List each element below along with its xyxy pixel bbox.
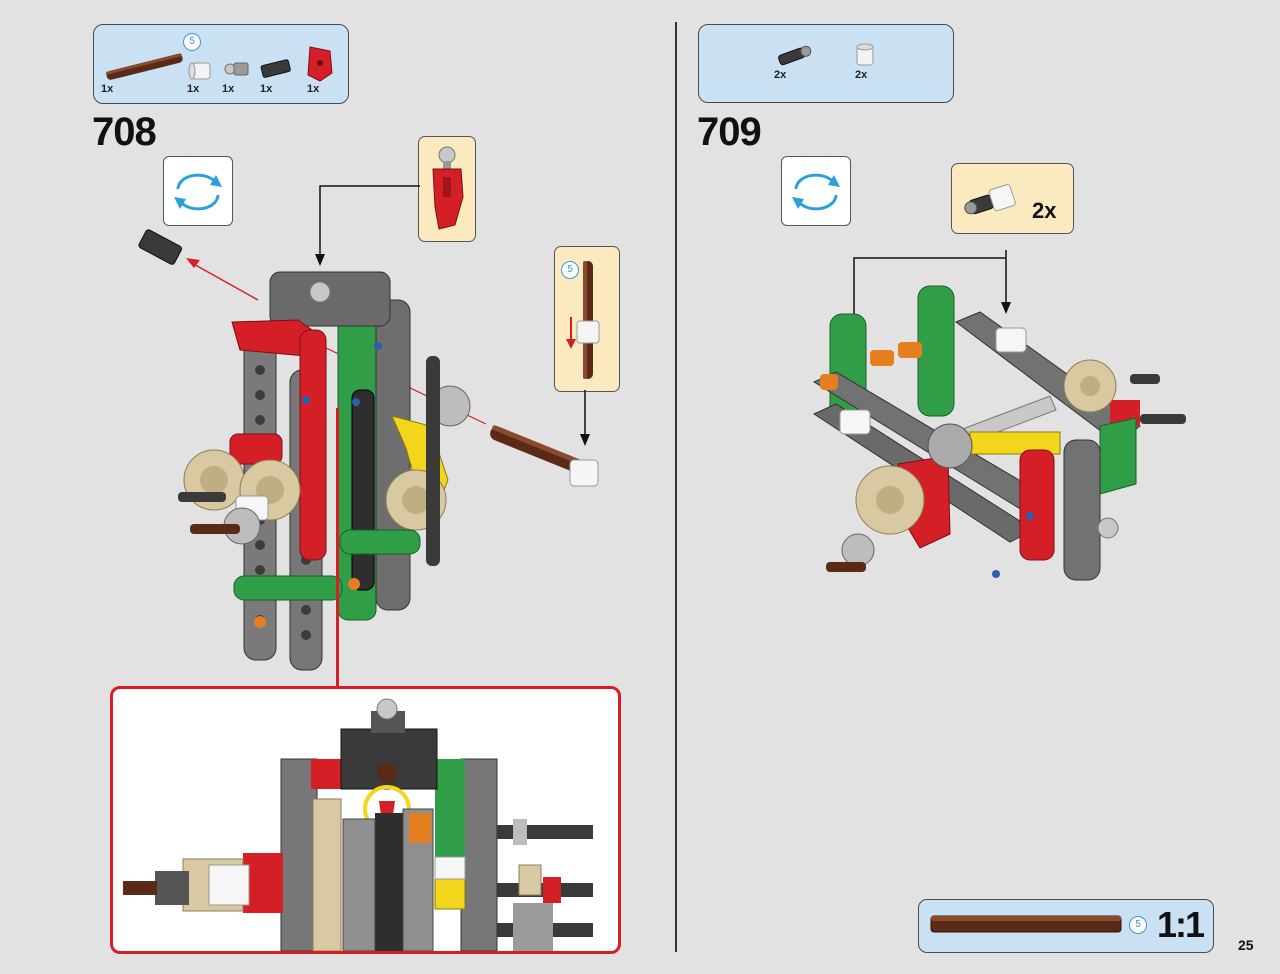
parts-list-709-art [778,43,874,66]
qty-bush-709: 2x [855,69,868,81]
detail-view-art [123,698,593,951]
rotate-model-708 [163,156,233,226]
axle-length-badge: 5 [183,33,201,51]
page-number: 25 [1238,937,1254,953]
ball-joint-part [224,62,249,76]
axle-brown-floating [490,425,595,477]
callout-pin-bush: 2x [951,163,1074,234]
parts-list-708-art [105,46,333,82]
callout-steering-arm [418,136,476,242]
detail-leader-line [336,408,339,688]
connector-black-floating [138,229,183,265]
arrow-steering-arm [319,185,420,258]
detail-view-708 [110,686,621,954]
qty-steering-arm: 1x [307,83,320,95]
callout-axle: 5 [554,246,620,392]
qty-pin-connector: 2x [774,69,787,81]
step-number-708: 708 [92,110,157,154]
page-divider [675,22,677,952]
qty-axle: 1x [101,83,114,95]
rotate-model-icon [174,173,222,211]
model-708 [138,185,599,671]
axle-callout-length-badge: 5 [561,261,579,279]
rotate-model-icon [792,173,840,211]
callout-qty-709: 2x [1032,198,1057,223]
model-709 [812,250,1186,581]
steering-arm-callout-art [432,146,464,230]
axle-scale-box: 5 1:1 [918,899,1214,953]
bush-white-part-709 [856,43,874,66]
parts-list-708: 5 1x 1x 1x 1x 1x [93,24,349,104]
red-arrow-connector [189,261,259,301]
scale-label: 1:1 [1156,904,1205,945]
qty-connector: 1x [260,83,273,95]
axle-callout-art [566,261,600,379]
scale-length-badge: 5 [1129,916,1147,934]
qty-bush: 1x [187,83,200,95]
parts-list-709: 2x 2x [698,24,954,103]
step-number-709: 709 [697,110,762,154]
rotate-model-709 [781,156,851,226]
pin-connector-black-part [778,45,812,66]
steering-arm-part [307,46,333,82]
axle-brown-part [105,53,183,80]
bush-floating [569,459,599,487]
axle-scale-art [930,915,1122,933]
connector-black-part [260,59,291,78]
qty-ball-joint: 1x [222,83,235,95]
pin-bush-callout-art [964,184,1016,215]
bush-white-part [188,62,211,80]
